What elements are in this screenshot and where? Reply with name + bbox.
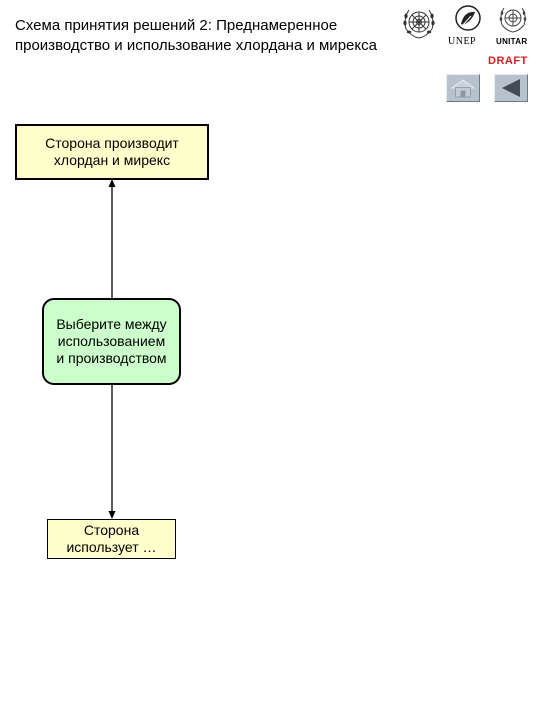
draft-label: DRAFT: [488, 55, 528, 67]
node-party-uses-line-1: Сторона: [83, 522, 140, 538]
node-choose-use-or-production: Выберите между использованием и производ…: [42, 298, 181, 385]
node-party-produces: Сторона производит хлордан и мирекс: [15, 124, 209, 180]
unep-emblem-logo: [455, 5, 481, 31]
page-title: Схема принятия решений 2: Преднамеренное…: [15, 16, 440, 56]
node-choose-line-2: использованием: [57, 333, 166, 349]
node-choose-text: Выберите между использованием и производ…: [56, 316, 166, 367]
node-party-produces-text: Сторона производит хлордан и мирекс: [45, 135, 179, 169]
node-party-produces-line-2: хлордан и мирекс: [53, 152, 171, 168]
home-icon: [450, 79, 476, 98]
unitar-logo-label: UNITAR: [496, 37, 528, 46]
un-emblem-logo: [403, 9, 435, 39]
logo-group: UNEP UNITAR: [396, 4, 536, 48]
unep-logo-label: UNEP: [448, 36, 477, 47]
node-party-uses: Сторона использует …: [47, 519, 176, 559]
node-party-produces-line-1: Сторона производит: [45, 135, 179, 151]
home-button[interactable]: [446, 74, 480, 102]
back-button[interactable]: [494, 74, 528, 102]
page-title-line-1: Схема принятия решений 2: Преднамеренное: [15, 17, 338, 34]
node-party-uses-line-2: использует …: [66, 539, 157, 555]
arrowhead-down: [108, 511, 116, 519]
triangle-left-icon: [502, 79, 520, 97]
unitar-emblem-logo: [499, 7, 527, 33]
arrowhead-up: [108, 179, 116, 187]
node-choose-line-3: и производством: [56, 350, 167, 366]
node-party-uses-text: Сторона использует …: [66, 522, 156, 556]
node-choose-line-1: Выберите между: [56, 316, 167, 332]
page-title-line-2: производство и использование хлордана и …: [15, 37, 377, 54]
